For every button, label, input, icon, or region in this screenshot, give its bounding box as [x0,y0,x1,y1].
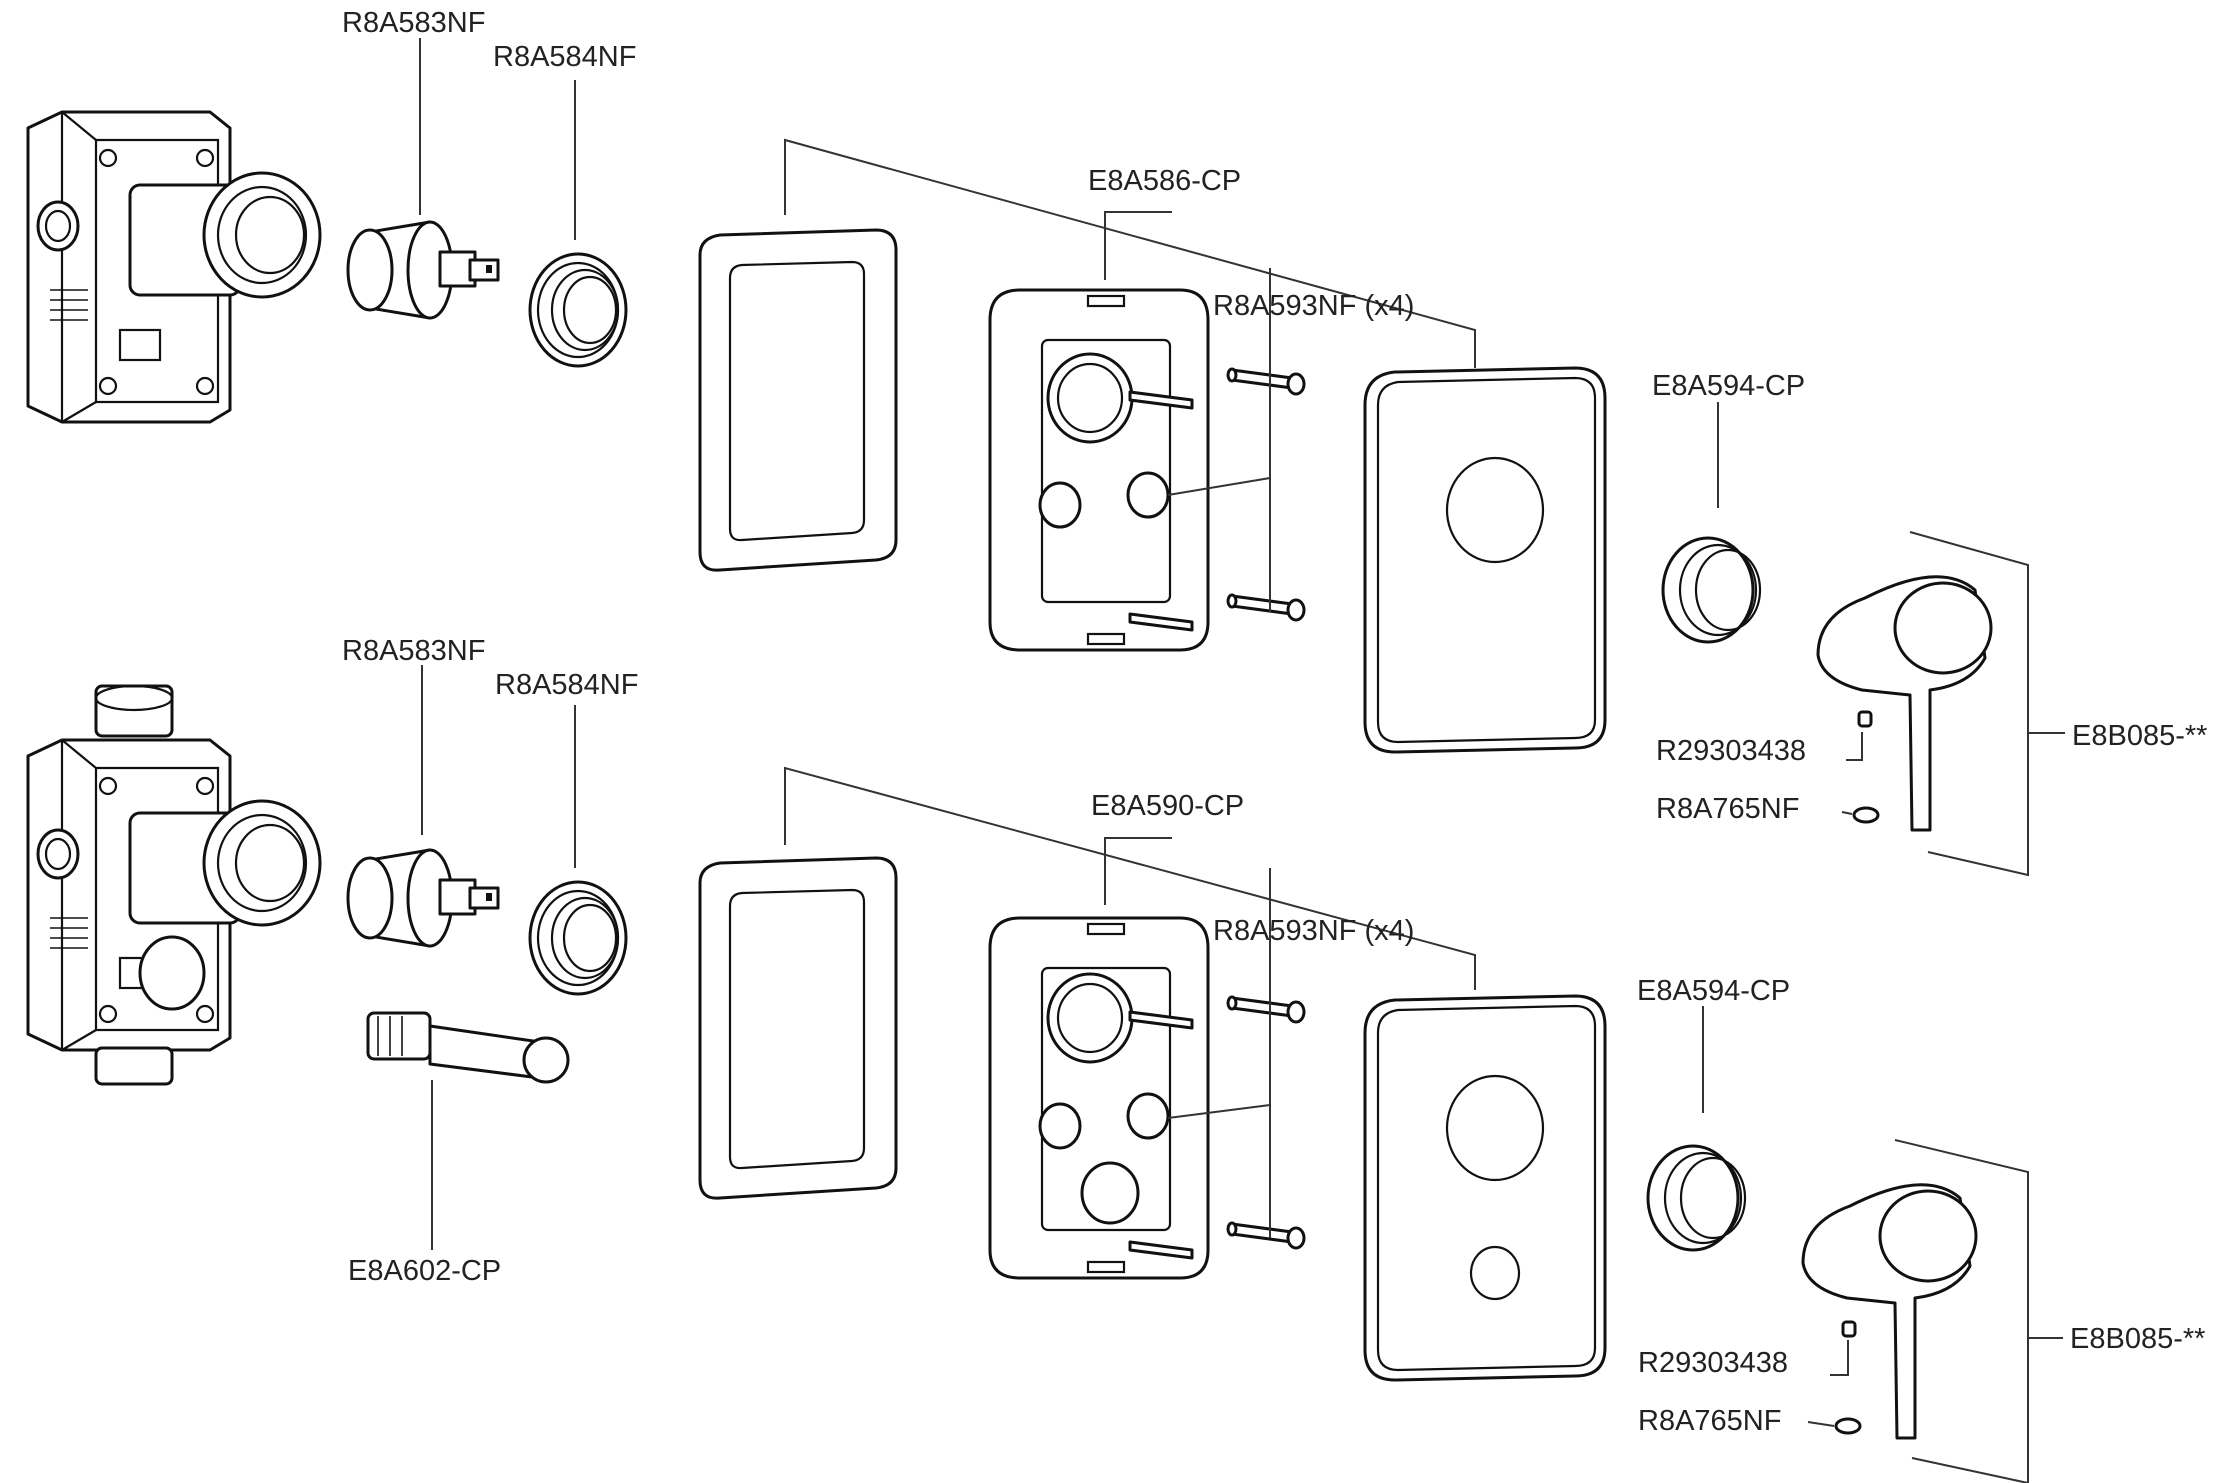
part-label-backplate-kit: E8A586-CP [1088,165,1241,197]
lever-handle-part-icon [1816,575,1993,832]
backplate-openings-icon [1038,972,1194,1260]
cover-plate-opening-icon [1445,456,1545,564]
part-label-cap: R8A765NF [1656,793,1799,825]
cartridge-part-icon [346,848,500,948]
diverter-part-icon [366,1011,570,1084]
inlet-fittings-icon [94,684,206,1086]
part-label-screws: R8A593NF (x4) [1213,915,1414,947]
cover-plate-part-icon [1363,994,1607,1382]
cap-part-icon [1834,1417,1862,1435]
cartridge-part-icon [346,220,500,320]
part-label-grub-screw: R29303438 [1656,735,1806,767]
part-label-grub-screw: R29303438 [1638,1347,1788,1379]
part-label-cartridge: R8A583NF [342,7,485,39]
valve-body-housing-icon [26,110,322,424]
backplate-openings-icon [1038,352,1194,632]
bottom-leader-lines [421,665,2063,1483]
part-label-flange: E8A594-CP [1652,370,1805,402]
screw-part-icon [1226,1221,1306,1250]
cover-plate-opening-icon [1445,1074,1545,1182]
part-label-cap: R8A765NF [1638,1405,1781,1437]
top-leader-lines [419,38,2065,877]
gasket-frame-part-icon [698,856,898,1200]
part-label-diverter: E8A602-CP [348,1255,501,1287]
grub-screw-part-icon [1841,1320,1857,1338]
flange-part-icon [1646,1144,1747,1252]
part-label-nut: R8A584NF [493,41,636,73]
gasket-frame-part-icon [698,228,898,572]
cap-part-icon [1852,806,1880,824]
retaining-nut-part-icon [528,252,628,368]
part-label-screws: R8A593NF (x4) [1213,290,1414,322]
screw-part-icon [1226,593,1306,622]
flange-part-icon [1661,536,1762,644]
part-label-handle: E8B085-** [2072,720,2207,752]
part-label-backplate-kit: E8A590-CP [1091,790,1244,822]
part-label-flange: E8A594-CP [1637,975,1790,1007]
screw-part-icon [1226,995,1306,1024]
lever-handle-part-icon [1801,1183,1978,1440]
part-label-cartridge: R8A583NF [342,635,485,667]
grub-screw-part-icon [1857,710,1873,728]
retaining-nut-part-icon [528,880,628,996]
part-label-handle: E8B085-** [2070,1323,2205,1355]
part-label-nut: R8A584NF [495,669,638,701]
backplate-part-icon [988,916,1210,1280]
backplate-part-icon [988,288,1210,652]
screw-part-icon [1226,367,1306,396]
cover-plate-diverter-opening-icon [1469,1245,1521,1301]
